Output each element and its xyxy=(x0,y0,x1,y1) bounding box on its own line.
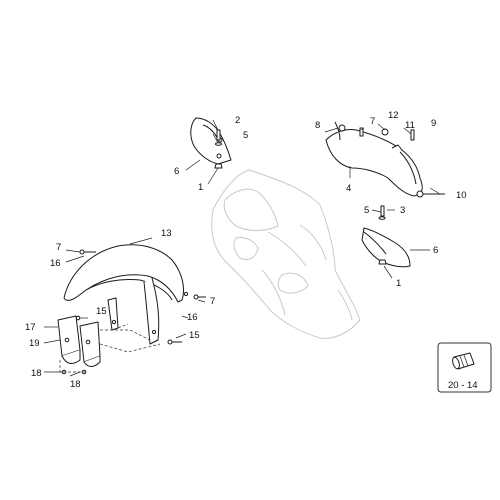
callout-17: 17 xyxy=(25,322,36,333)
nose-fairing xyxy=(325,121,423,197)
callout-11: 11 xyxy=(405,120,415,131)
callout-13: 13 xyxy=(161,228,172,239)
callout-5b: 5 xyxy=(364,205,369,216)
screw-9 xyxy=(410,129,415,141)
callout-7b: 7 xyxy=(56,242,61,253)
mud-flaps xyxy=(57,315,101,375)
callout-10: 10 xyxy=(456,190,467,201)
callout-1: 1 xyxy=(198,182,203,193)
reference-inset: 20 - 14 xyxy=(437,342,492,393)
callout-16b: 16 xyxy=(187,312,198,323)
mudguard-fasteners xyxy=(75,249,206,345)
inset-label: 20 - 14 xyxy=(448,380,478,391)
callout-2: 2 xyxy=(235,115,240,126)
ghost-fairing xyxy=(211,169,361,339)
callout-18b: 18 xyxy=(70,379,81,390)
callout-18: 18 xyxy=(31,368,42,379)
left-fasteners xyxy=(214,129,223,169)
callout-8: 8 xyxy=(315,120,320,131)
right-fairing-bracket xyxy=(361,205,411,268)
callout-9: 9 xyxy=(431,118,436,129)
leader-lines xyxy=(43,119,441,377)
callout-3: 3 xyxy=(400,205,405,216)
callout-7: 7 xyxy=(370,116,375,127)
callout-6b: 6 xyxy=(433,245,438,256)
callout-7c: 7 xyxy=(210,296,215,307)
callout-15: 15 xyxy=(96,306,107,317)
callout-4: 4 xyxy=(346,183,351,194)
left-fairing-bracket xyxy=(190,117,232,165)
callout-15b: 15 xyxy=(189,330,200,341)
front-mudguard xyxy=(63,244,189,345)
callout-12: 12 xyxy=(388,110,399,121)
callout-1b: 1 xyxy=(396,278,401,289)
fastener-reference-icon xyxy=(452,352,475,370)
callout-5: 5 xyxy=(243,130,248,141)
screw-10 xyxy=(416,190,445,198)
callout-19: 19 xyxy=(29,338,40,349)
callout-16: 16 xyxy=(50,258,61,269)
callout-6: 6 xyxy=(174,166,179,177)
callouts: 2 5 6 1 8 7 12 11 9 4 10 5 3 6 1 13 7 16… xyxy=(25,110,467,390)
